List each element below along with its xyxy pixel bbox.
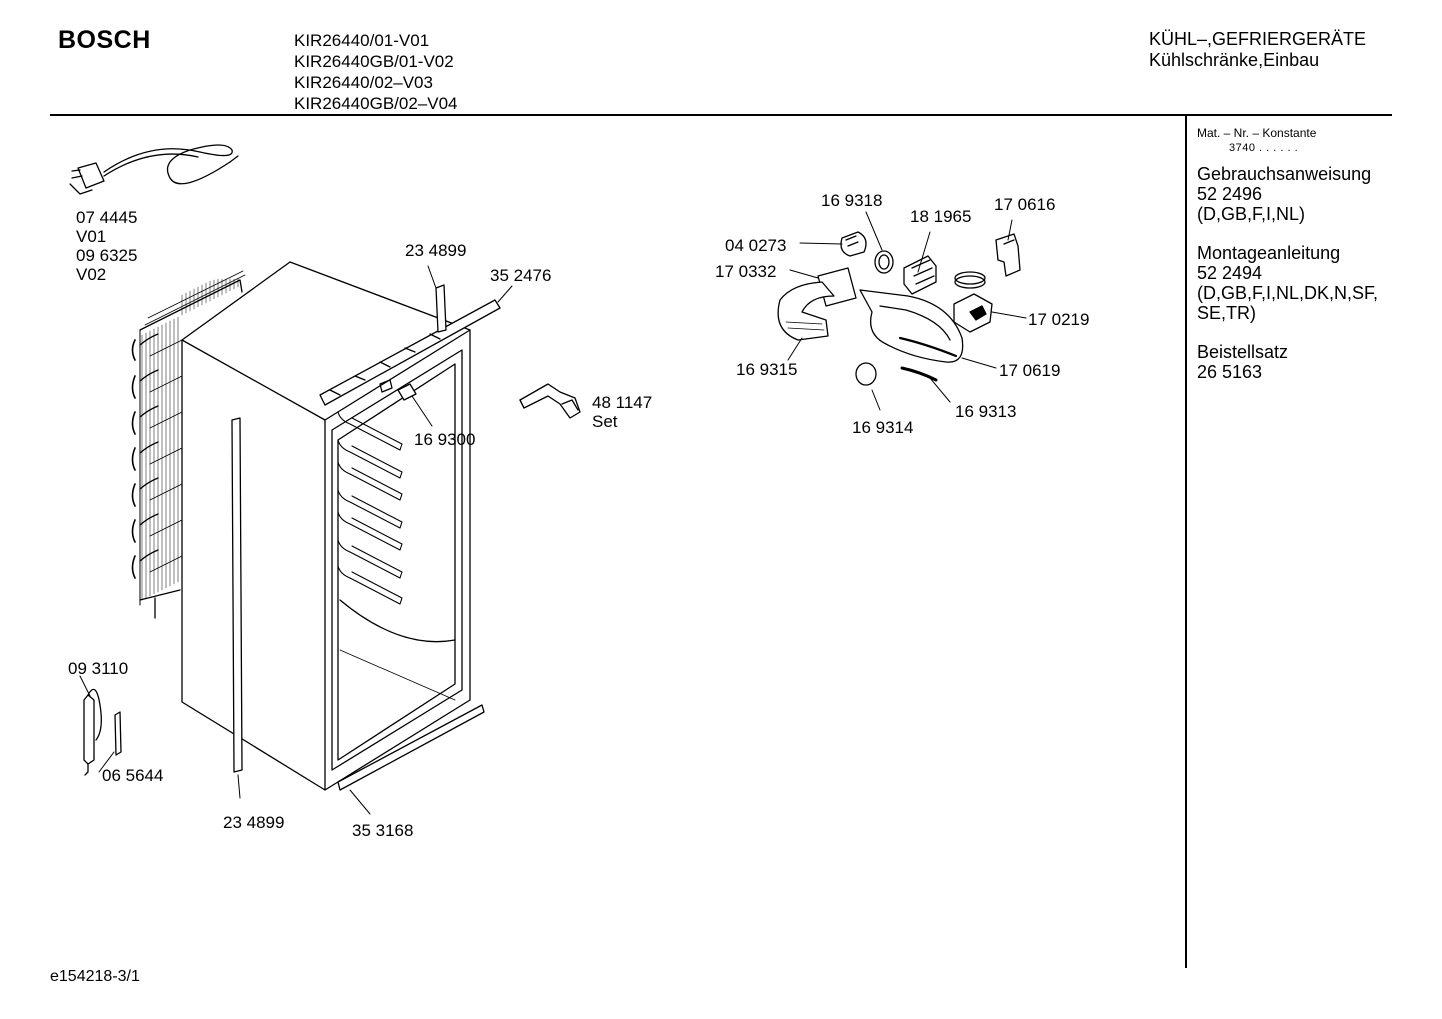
part-label-rail-bottom: 35 3168 xyxy=(352,821,414,840)
doc-entry: Montageanleitung 52 2494 (D,GB,F,I,NL,DK… xyxy=(1197,243,1387,323)
model-item: KIR26440/02–V03 xyxy=(294,73,433,92)
part-label-lamp-10: 16 9314 xyxy=(852,418,914,437)
part-number: 07 4445 xyxy=(76,208,138,227)
shelf-rails xyxy=(337,411,403,605)
doc-entry: Beistellsatz 26 5163 xyxy=(1197,342,1387,382)
part-label-lamp-4: 04 0273 xyxy=(725,236,787,255)
part-label-lamp-2: 18 1965 xyxy=(910,207,972,226)
bracket-drawing xyxy=(519,383,581,419)
part-label-lamp-7: 16 9315 xyxy=(736,360,798,379)
sidebar-divider xyxy=(1185,116,1187,968)
doc-title: Beistellsatz xyxy=(1197,342,1289,362)
doc-number: 52 2496 xyxy=(1197,184,1263,204)
doc-title: Gebrauchsanweisung xyxy=(1197,164,1372,184)
part-label-rail-top: 35 2476 xyxy=(490,266,552,285)
doc-entry: Gebrauchsanweisung 52 2496 (D,GB,F,I,NL) xyxy=(1197,164,1387,224)
part-label-strip-bottom: 23 4899 xyxy=(223,813,285,832)
drawing-id: e154218-3/1 xyxy=(50,968,140,985)
refrigerator-cabinet-drawing xyxy=(181,261,501,791)
sidebar: Mat. – Nr. – Konstante 3740 . . . . . . … xyxy=(1197,126,1387,401)
category-line-1: KÜHL–,GEFRIERGERÄTE xyxy=(1149,29,1367,49)
part-label-sensor-b: 06 5644 xyxy=(102,766,164,785)
part-label-cord: 07 4445 V01 09 6325 V02 xyxy=(76,208,137,284)
doc-number: 26 5163 xyxy=(1197,362,1263,382)
power-cord-drawing xyxy=(69,144,239,195)
part-variant: V01 xyxy=(76,227,107,246)
part-label-lamp-3: 17 0616 xyxy=(994,195,1056,214)
model-item: KIR26440/01-V01 xyxy=(294,31,430,50)
doc-languages: (D,GB,F,I,NL) xyxy=(1197,204,1306,224)
exploded-parts-drawing xyxy=(69,144,1027,815)
leader-lines xyxy=(79,211,1027,815)
part-variant: V02 xyxy=(76,265,107,284)
mat-nr-label: Mat. – Nr. – Konstante xyxy=(1197,126,1317,140)
part-label-lamp-6: 17 0219 xyxy=(1028,310,1090,329)
header-divider xyxy=(50,114,1392,116)
part-number: 48 1147 xyxy=(592,393,653,412)
part-label-bracket: 48 1147 Set xyxy=(592,393,652,431)
part-note: Set xyxy=(592,412,618,431)
category-line-2: Kühlschränke,Einbau xyxy=(1149,50,1320,70)
model-list: KIR26440/01-V01 KIR26440GB/01-V02 KIR264… xyxy=(294,30,458,114)
part-label-holder: 16 9300 xyxy=(414,430,476,449)
lamp-assembly-drawing xyxy=(777,231,1021,386)
part-label-lamp-8: 17 0619 xyxy=(999,361,1061,380)
category-heading: KÜHL–,GEFRIERGERÄTE Kühlschränke,Einbau xyxy=(1149,29,1366,71)
part-label-lamp-9: 16 9313 xyxy=(955,402,1017,421)
doc-languages: (D,GB,F,I,NL,DK,N,SF, SE,TR) xyxy=(1197,283,1379,323)
part-label-lamp-5: 17 0332 xyxy=(715,262,777,281)
temperature-sensor-drawing xyxy=(83,688,122,776)
doc-number: 52 2494 xyxy=(1197,263,1263,283)
condenser-coil-drawing xyxy=(131,270,246,619)
part-label-lamp-1: 16 9318 xyxy=(821,191,883,210)
mat-nr-value: 3740 . . . . . . xyxy=(1229,142,1299,154)
doc-title: Montageanleitung xyxy=(1197,243,1341,263)
part-number: 09 6325 xyxy=(76,246,138,265)
model-item: KIR26440GB/01-V02 xyxy=(294,52,454,71)
brand-logo: BOSCH xyxy=(58,26,151,54)
part-label-strip-top: 23 4899 xyxy=(405,241,467,260)
model-item: KIR26440GB/02–V04 xyxy=(294,94,458,113)
part-label-sensor: 09 3110 xyxy=(68,659,129,678)
